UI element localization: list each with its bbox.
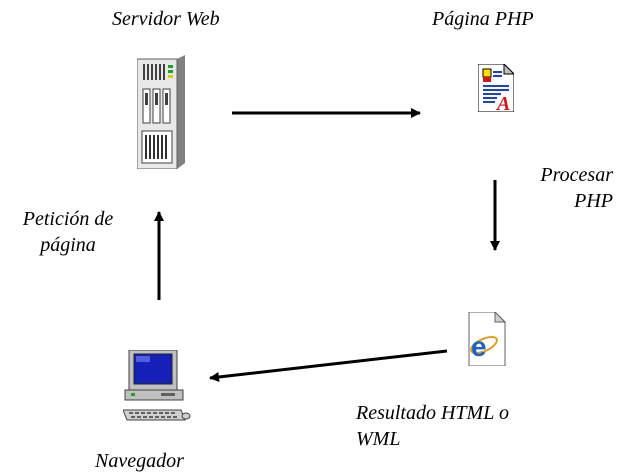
- browser-label: Navegador: [95, 450, 184, 472]
- html-document-icon: e: [465, 310, 507, 367]
- php-document-icon: A: [477, 62, 516, 115]
- result-label: Resultado HTML o WML: [356, 400, 509, 452]
- svg-text:A: A: [495, 93, 510, 112]
- process-php-label-line2: PHP: [574, 190, 613, 212]
- server-label: Servidor Web: [112, 8, 220, 30]
- result-label-line1: Resultado HTML o: [356, 402, 509, 424]
- php-page-label: Página PHP: [432, 8, 534, 30]
- page-request-label: Petición de página: [2, 206, 134, 258]
- arrow-result-to-browser: [209, 349, 448, 382]
- page-request-label-line2: página: [40, 234, 96, 256]
- process-php-label-line1: Procesar: [540, 164, 613, 186]
- computer-icon: [122, 349, 191, 422]
- page-request-label-line1: Petición de: [22, 208, 114, 230]
- process-php-label: Procesar PHP: [505, 162, 613, 214]
- svg-text:e: e: [471, 331, 487, 362]
- server-icon: [136, 55, 185, 170]
- result-label-line2: WML: [356, 428, 401, 450]
